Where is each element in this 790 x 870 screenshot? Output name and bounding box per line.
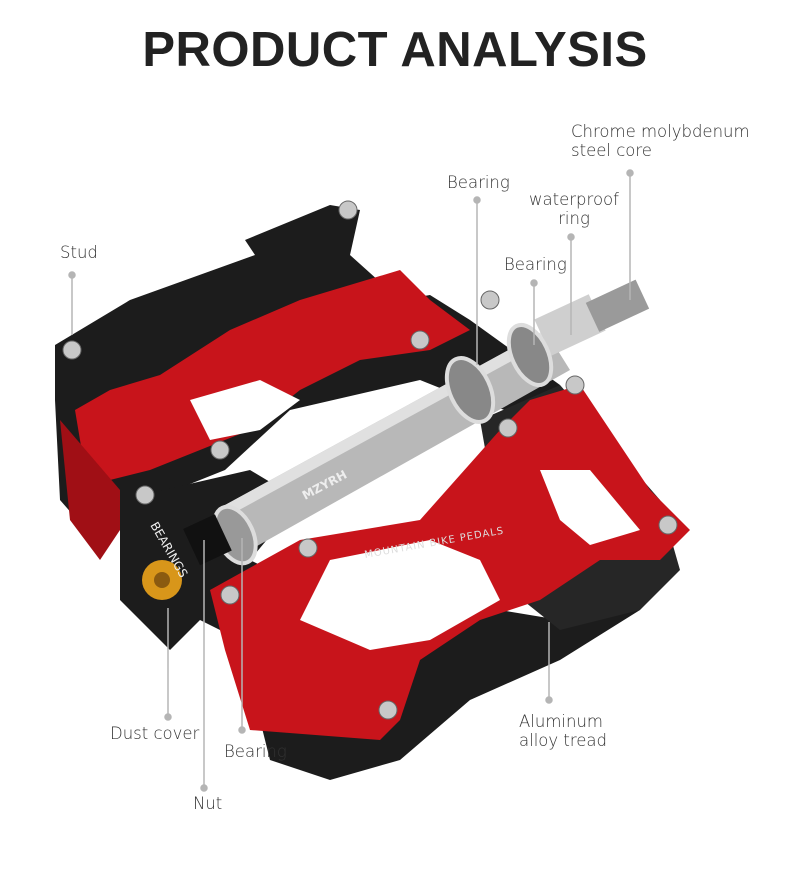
callout-nut: Nut xyxy=(193,794,223,813)
studs xyxy=(62,200,678,720)
callout-waterproof-ring: waterproof ring xyxy=(524,190,624,228)
callout-core-line2: steel core xyxy=(571,141,652,160)
page-title: PRODUCT ANALYSIS xyxy=(142,23,648,77)
red-frame xyxy=(60,270,690,740)
callout-tread: Aluminum alloy tread xyxy=(519,712,607,750)
callout-core: Chrome molybdenum steel core xyxy=(571,122,750,160)
callout-stud: Stud xyxy=(60,243,98,262)
leader-lines xyxy=(68,169,634,792)
callout-tread-line1: Aluminum xyxy=(519,712,603,731)
callout-tread-line2: alloy tread xyxy=(519,731,608,750)
axle xyxy=(142,279,650,600)
callout-waterproof-ring-line2: ring xyxy=(558,209,590,228)
callout-core-line1: Chrome molybdenum xyxy=(571,122,750,141)
callout-bearing-mid: Bearing xyxy=(504,255,567,274)
callout-waterproof-ring-line1: waterproof xyxy=(529,190,619,209)
callout-bearing-bottom: Bearing xyxy=(224,742,287,761)
callout-dust-cover: Dust cover xyxy=(110,724,200,743)
callout-bearing-top: Bearing xyxy=(447,173,510,192)
